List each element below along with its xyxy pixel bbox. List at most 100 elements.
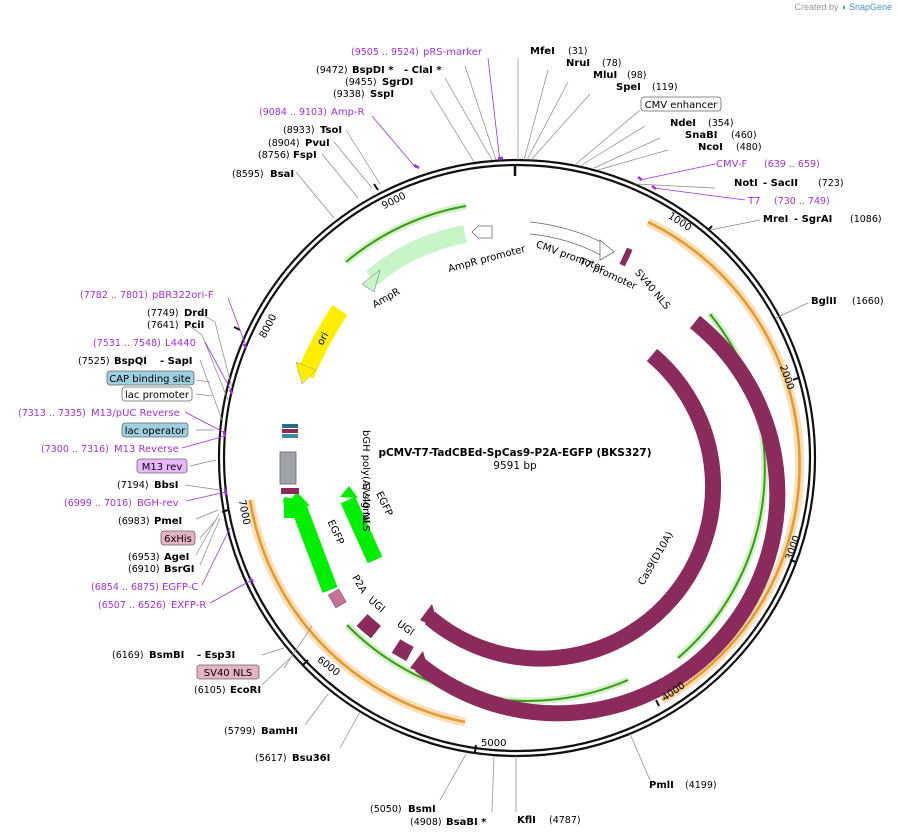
egfp-inner-arrow	[340, 496, 383, 564]
ori-arrowhead	[295, 361, 317, 385]
site-name-bsmbi: BsmBI	[149, 650, 184, 661]
site-pos-snabi: (460)	[731, 130, 757, 141]
cmv-enhancer-box-bg	[640, 96, 722, 112]
site-pos-bglii: (1660)	[852, 296, 884, 307]
sv40-nls-mid-label: SV40 NLS	[360, 483, 371, 532]
leader-noti	[634, 183, 716, 189]
primer-range-cmvf: (639 .. 659)	[764, 159, 820, 170]
site-name-nrui: NruI	[566, 58, 590, 69]
site-name-bglii: BglII	[811, 296, 837, 307]
site-name-snabi: SnaBI	[685, 130, 717, 141]
primer-range-l4440: (7531 .. 7548)	[93, 338, 161, 349]
site-pos-pvui: (8904)	[268, 138, 300, 149]
leader-pcii	[184, 322, 229, 401]
site-name-sacii: - SacII	[763, 178, 798, 189]
primer-mark-l4440	[228, 389, 234, 395]
leader-pvui	[333, 141, 373, 189]
tick-label-2000: 2000	[777, 364, 796, 392]
backbone-inner	[222, 163, 812, 753]
site-name-pcii: PciI	[184, 320, 204, 331]
tick-9000	[373, 183, 379, 191]
site-pos-fspi: (8756)	[258, 150, 290, 161]
cmv-enhancer-label: CMV enhancer	[645, 100, 719, 111]
site-name-clai: - ClaI *	[404, 65, 442, 76]
egfp-outer-label: EGFP	[325, 518, 346, 546]
scale-ticks	[221, 165, 799, 753]
site-name2-sacii: SacII	[771, 178, 798, 189]
egfp-inner-label: EGFP	[373, 490, 394, 518]
site-name-sapi: - SapI	[160, 356, 192, 367]
leader-bsmi	[439, 753, 467, 801]
primer-leader-m13puc	[184, 411, 226, 434]
bgh-polya-block	[279, 451, 297, 485]
snapgene-logo-icon: ◖	[841, 2, 847, 12]
primer-name-pbr322: pBR322ori-F	[152, 290, 214, 301]
lac-block-2	[282, 429, 298, 433]
credit-brand: SnapGene	[848, 2, 892, 12]
primer-leader-pbr322	[227, 297, 247, 347]
site-name-bsrgi: BsrGI	[164, 564, 194, 575]
site-name-fspi: FspI	[293, 150, 317, 161]
site-pos-kfli: (4787)	[549, 815, 581, 826]
leader-mlui	[526, 81, 569, 161]
primer-mark-ampr	[413, 163, 420, 170]
leader-bsabi	[491, 755, 495, 813]
six-his-label: 6xHis	[164, 534, 192, 545]
tick-7000	[221, 509, 229, 513]
primer-name-m13puc: M13/pUC Reverse	[91, 408, 180, 419]
ugi1-label: UGI	[366, 595, 387, 615]
site-name-tsoi: TsoI	[320, 125, 342, 136]
sv40-nls-top-label: SV40 NLS	[632, 268, 672, 312]
leader-sgrdi	[444, 77, 493, 161]
cas9-arc	[415, 315, 786, 722]
site-name-bspqi: BspQI	[114, 356, 147, 367]
lac-operator-box-bg	[121, 422, 189, 438]
leader-lac-promoter	[195, 393, 213, 397]
lac-operator-box: lac operator	[121, 422, 189, 438]
leader-drdi	[197, 311, 233, 389]
site-name-mrei: MreI	[763, 214, 788, 225]
primer-leader-exfpr	[209, 579, 253, 604]
primer-name-exfpr: EXFP-R	[171, 600, 206, 611]
ampr-promoter-label: AmpR promoter	[447, 244, 527, 275]
site-name-ecori: EcoRI	[230, 685, 261, 696]
primer-mark-t7	[651, 185, 657, 190]
m13-rev-box-bg	[136, 458, 188, 474]
primer-name-bgh: BGH-rev	[137, 498, 179, 509]
ugi2-arc	[391, 639, 414, 662]
primer-leader-bgh	[185, 491, 227, 502]
leader-6xhis	[199, 519, 217, 539]
leader-bsmbi	[261, 647, 285, 656]
primer-range-ampr: (9084 .. 9103)	[259, 107, 327, 118]
site-name-mfei: MfeI	[530, 46, 555, 57]
map-title: pCMV-T7-TadCBEd-SpCas9-P2A-EGFP (BKS327)	[378, 447, 651, 459]
site-name-sspi: SspI	[370, 89, 394, 100]
site-name-mlui: MluI	[593, 70, 617, 81]
cmv-enhancer-box: CMV enhancer	[640, 96, 722, 112]
site-name-pmli: PmlI	[649, 780, 674, 791]
cmv-promoter-outline	[529, 221, 606, 257]
leader-m13-rev	[189, 459, 217, 467]
green-line-top	[345, 205, 467, 263]
primer-name-t7: T7	[747, 196, 760, 207]
site-pos-bspqi: (7525)	[78, 356, 110, 367]
site-pos-bsai: (8595)	[232, 169, 264, 180]
leader-cap	[195, 379, 211, 383]
site-pos-bsmbi: (6169)	[112, 650, 144, 661]
band-right	[647, 220, 801, 702]
leader-spei	[530, 93, 591, 161]
primer-mark-bgh	[223, 488, 228, 496]
cmv-promoter-fill	[529, 222, 608, 256]
primer-range-m13puc: (7313 .. 7335)	[18, 408, 86, 419]
site-pos-bsrgi: (6910)	[128, 564, 160, 575]
site-name-sgrdi: SgrDI	[382, 77, 413, 88]
leader-mrei	[709, 219, 761, 231]
t7-promoter-label: T7 promoter	[576, 256, 639, 293]
credit-prefix: Created by	[794, 2, 839, 12]
site-pos-pcii: (7641)	[147, 320, 179, 331]
site-name-agei: AgeI	[164, 552, 189, 563]
site-pos-ndei: (354)	[708, 118, 734, 129]
site-pos-bspdi: (9472)	[316, 65, 348, 76]
site-pos-agei: (6953)	[128, 552, 160, 563]
sv40-nls-box-bg	[196, 664, 260, 680]
